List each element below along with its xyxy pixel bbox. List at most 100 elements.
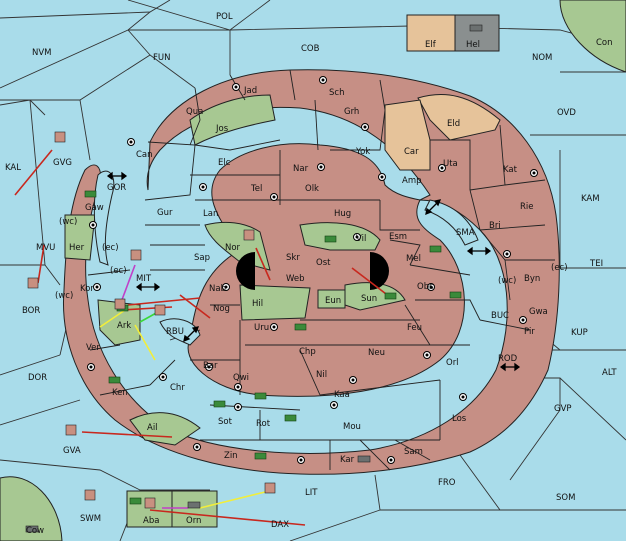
sea-label: FRO <box>438 478 456 488</box>
land-label: Lan <box>203 209 218 219</box>
province-ail[interactable] <box>129 412 201 446</box>
army-icon <box>429 245 442 253</box>
coast-label: (wc) <box>498 276 516 286</box>
land-label: Gaw <box>85 203 104 213</box>
sea-labels: POL NVM FUN COB NOM Con OVD KAL GVG GOR … <box>5 12 617 536</box>
land-label: Her <box>69 243 85 253</box>
land-label: Ost <box>316 258 331 268</box>
dislodged-unit-icon <box>27 277 39 289</box>
land-label: Ver <box>86 343 100 353</box>
sea-label: SOM <box>556 493 575 503</box>
land-label: Tel <box>250 184 262 194</box>
province-vil[interactable] <box>299 222 381 251</box>
land-label: Kor <box>80 284 94 294</box>
land-label: Aba <box>143 516 159 526</box>
land-label: Kat <box>503 165 518 175</box>
dislodged-unit-icon <box>84 489 96 501</box>
land-label: Hug <box>334 209 351 219</box>
land-label: Uta <box>443 159 458 169</box>
land-label: Ail <box>147 423 158 433</box>
sea-label: ROD <box>498 354 518 364</box>
sea-label: FUN <box>153 53 170 63</box>
fleet-icon <box>357 455 371 463</box>
sea-label: SMA <box>456 228 475 238</box>
sea-label: OVD <box>557 108 576 118</box>
land-label: Esm <box>389 232 407 242</box>
province-borders <box>87 69 555 471</box>
province-sun[interactable] <box>344 282 406 311</box>
land-label: Orn <box>186 516 201 526</box>
land-label: Jad <box>243 86 257 96</box>
land-label: Zin <box>224 451 238 461</box>
sea-label: GVP <box>554 404 572 414</box>
land-label: Nog <box>213 304 230 314</box>
army-icon <box>213 400 226 408</box>
land-label: Skr <box>286 253 300 263</box>
units <box>25 24 483 533</box>
province-elf[interactable] <box>406 14 456 52</box>
sea-label: TEI <box>589 259 603 269</box>
province-hel[interactable] <box>454 14 500 52</box>
land-label: Sun <box>361 294 377 304</box>
dislodged-unit-icon <box>243 229 255 241</box>
coast-label: (wc) <box>59 217 77 227</box>
army-icon <box>84 190 97 198</box>
land-label: Gwa <box>529 307 548 317</box>
army-icon <box>254 392 267 400</box>
order-arrows <box>14 149 391 526</box>
land-label: Nor <box>225 243 241 253</box>
land-label: Orl <box>446 358 459 368</box>
land-label: Qua <box>186 107 203 117</box>
province-eun[interactable] <box>317 289 346 309</box>
sea-label: POL <box>216 12 233 22</box>
land-label: Gur <box>157 208 173 218</box>
land-labels: Jad Sch Qua Jos Grh Eld Can Yok Car Elc … <box>69 40 548 526</box>
sea-label: LIT <box>305 488 318 498</box>
province-aba[interactable] <box>126 490 173 528</box>
province-her[interactable] <box>64 214 96 261</box>
sea-label: NOM <box>532 53 552 63</box>
supply-centers <box>87 76 538 464</box>
fleet-icon <box>25 525 39 533</box>
sea-label: DAX <box>271 520 289 530</box>
dislodged-unit-icon <box>264 482 276 494</box>
land-label: Neu <box>368 348 385 358</box>
province-car[interactable] <box>384 99 431 171</box>
sea-label: KUP <box>571 328 588 338</box>
dislodged-unit-icon <box>114 298 126 310</box>
army-icon <box>324 235 337 243</box>
land-label: Mel <box>406 254 421 264</box>
land-label: Chp <box>299 347 316 357</box>
province-jos[interactable] <box>189 94 276 146</box>
marker-right <box>370 252 389 290</box>
dislodged-unit-icon <box>54 131 66 143</box>
main-continent <box>62 69 560 475</box>
land-label: Kaa <box>334 390 350 400</box>
land-label: Eun <box>325 296 341 306</box>
sea-label: KAM <box>581 194 600 204</box>
land-label: Pir <box>524 327 535 337</box>
land-label: Sam <box>404 447 423 457</box>
land-label: Rot <box>256 419 271 429</box>
land-label: Hil <box>252 299 263 309</box>
province-orn[interactable] <box>171 490 218 528</box>
province-hil[interactable] <box>239 284 311 321</box>
land-label: Nar <box>293 164 309 174</box>
land-label: Rie <box>520 202 534 212</box>
sea-label: SWM <box>80 514 101 524</box>
land-label: Bar <box>203 361 218 371</box>
sea-label: MVU <box>36 243 55 253</box>
sea-label: NVM <box>32 48 52 58</box>
land-label: Mou <box>343 422 361 432</box>
land-label: Vil <box>356 234 366 244</box>
province-eld[interactable] <box>417 93 501 141</box>
land-label: Elc <box>218 158 231 168</box>
land-label: Nil <box>316 370 327 380</box>
land-label: Hel <box>466 40 480 50</box>
land-label: Elf <box>425 40 437 50</box>
land-label: Bri <box>489 221 501 231</box>
land-label: Amp <box>402 176 422 186</box>
sea-label: Cow <box>26 526 44 536</box>
canal-arrows <box>106 171 521 372</box>
